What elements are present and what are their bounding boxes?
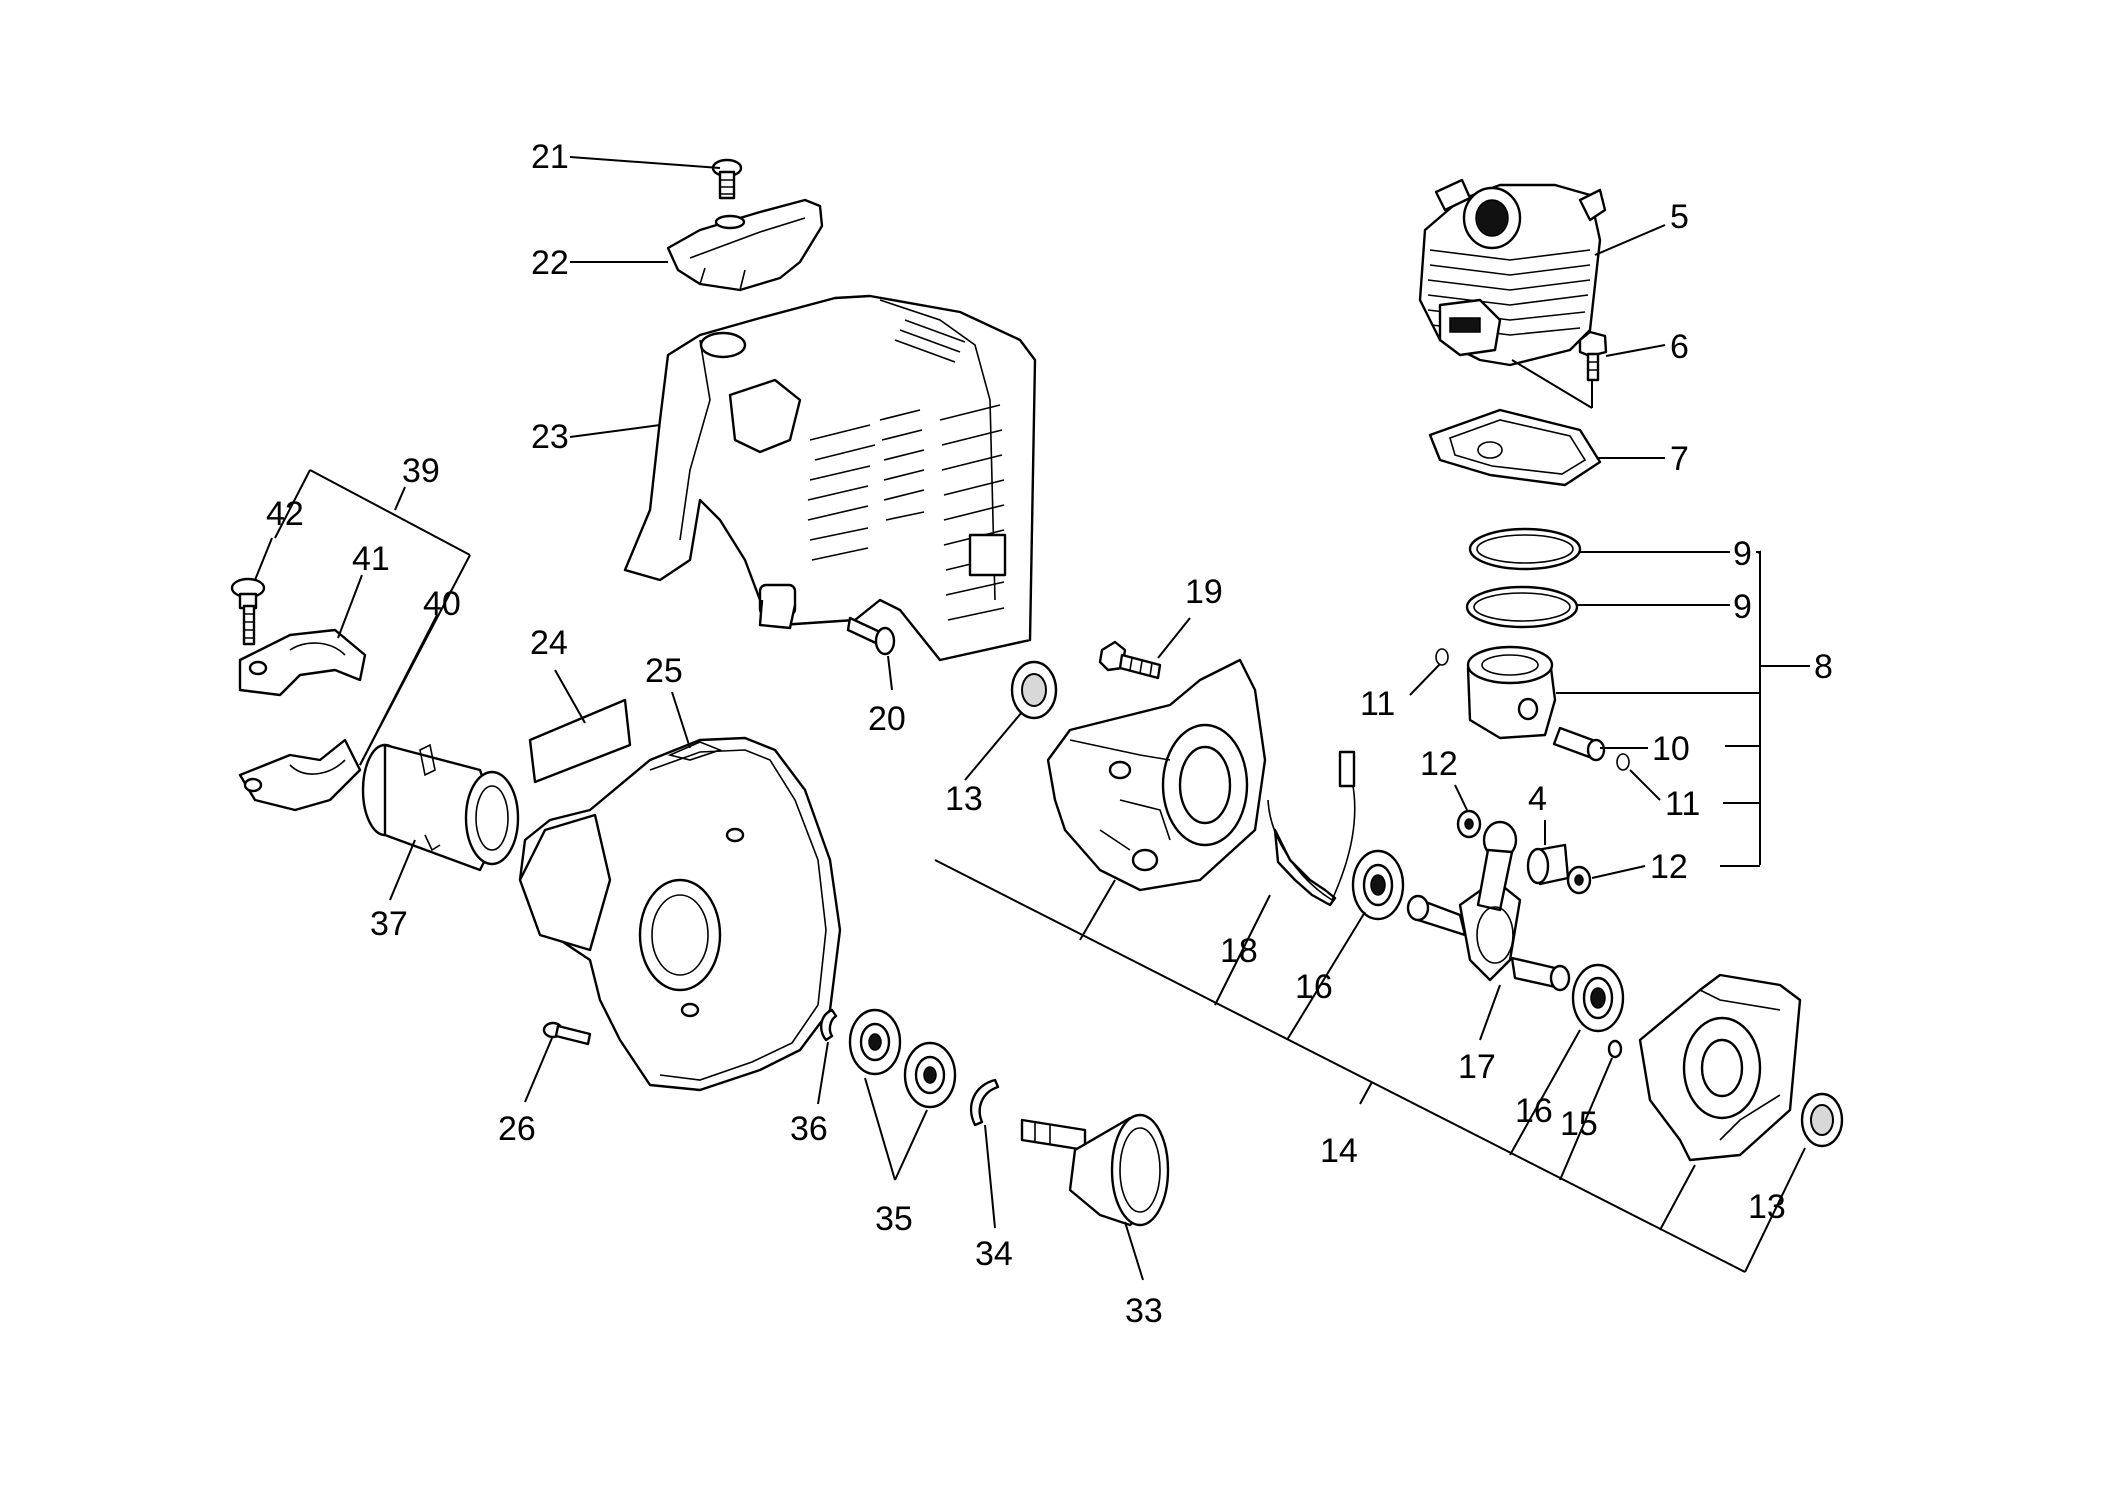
part-22-cover-cap [666,198,824,292]
part-26-screw [542,1021,592,1046]
callout-33: 33 [1125,1292,1163,1330]
part-35-bearing-left [848,1008,902,1076]
part-crankcase-left [1046,658,1267,892]
callout-20: 20 [868,700,906,738]
callout-36: 36 [790,1110,828,1148]
callout-9-upper: 9 [1733,535,1752,573]
callout-39: 39 [402,452,440,490]
part-36-snap-ring [820,1008,838,1042]
callout-4: 4 [1528,780,1547,818]
part-41-clamp-upper [238,628,367,697]
part-15-dowel-pin [1607,1039,1623,1059]
callout-13-left: 13 [945,780,983,818]
callout-7: 7 [1670,440,1689,478]
callout-41: 41 [352,540,390,578]
callout-22: 22 [531,244,569,282]
callout-34: 34 [975,1235,1013,1273]
part-16-bearing-left [1351,849,1405,921]
callout-37: 37 [370,905,408,943]
callout-17: 17 [1458,1048,1496,1086]
part-11-clip-upper [1435,648,1449,666]
part-40-clamp-lower [238,738,362,812]
callout-40: 40 [423,585,461,623]
part-9-piston-ring-upper [1468,527,1582,571]
part-25-fan-housing [518,736,842,1092]
part-crankcase-right [1638,973,1802,1162]
callout-35: 35 [875,1200,913,1238]
callout-21: 21 [531,138,569,176]
callout-26: 26 [498,1110,536,1148]
part-11-clip-lower [1616,753,1630,771]
part-35-bearing-right [903,1041,957,1109]
part-21-screw [711,158,743,200]
part-37-clutch-adapter [361,743,520,872]
part-13-oil-seal-right [1800,1092,1844,1148]
part-6-screw [1578,330,1608,382]
part-24-label [528,698,632,784]
callout-16-left: 16 [1295,968,1333,1006]
callout-labels: 21 22 23 5 6 7 39 42 41 40 9 9 8 19 24 2… [266,138,1833,1330]
part-17-crankshaft [1406,820,1571,992]
callout-11-upper: 11 [1360,685,1395,723]
callout-11-lower: 11 [1665,785,1700,823]
part-13-oil-seal-left [1010,660,1058,720]
part-42-bolt [230,577,266,646]
callout-18: 18 [1220,932,1258,970]
callout-13-right: 13 [1748,1188,1786,1226]
callout-16-right: 16 [1515,1092,1553,1130]
part-4-needle-bearing [1526,843,1570,886]
callout-24: 24 [530,624,568,662]
part-33-clutch-drum [1020,1113,1170,1227]
part-9-piston-ring-lower [1465,585,1579,629]
part-12-washer-right [1566,865,1592,895]
callout-15: 15 [1560,1105,1598,1143]
part-20-screw [846,616,896,656]
part-5-cylinder [1418,178,1607,367]
part-18-gasket [1267,750,1356,907]
part-19-screw [1098,640,1162,680]
part-piston [1466,645,1557,740]
part-23-engine-cover [623,294,1037,662]
callout-19: 19 [1185,573,1223,611]
part-34-snap-ring [969,1078,1000,1127]
callout-8: 8 [1814,648,1833,686]
callout-25: 25 [645,652,683,690]
part-12-washer-left [1456,809,1482,839]
callout-42: 42 [266,495,304,533]
callout-9-lower: 9 [1733,588,1752,626]
callout-12-upper: 12 [1420,745,1458,783]
callout-23: 23 [531,418,569,456]
callout-6: 6 [1670,328,1689,366]
callout-5: 5 [1670,198,1689,236]
callout-12-lower: 12 [1650,848,1688,886]
callout-14: 14 [1320,1132,1358,1170]
leader-lines [254,156,1810,1281]
part-16-bearing-right [1571,963,1625,1033]
callout-10: 10 [1652,730,1690,768]
part-10-piston-pin [1552,726,1606,762]
part-7-gasket [1428,408,1602,487]
